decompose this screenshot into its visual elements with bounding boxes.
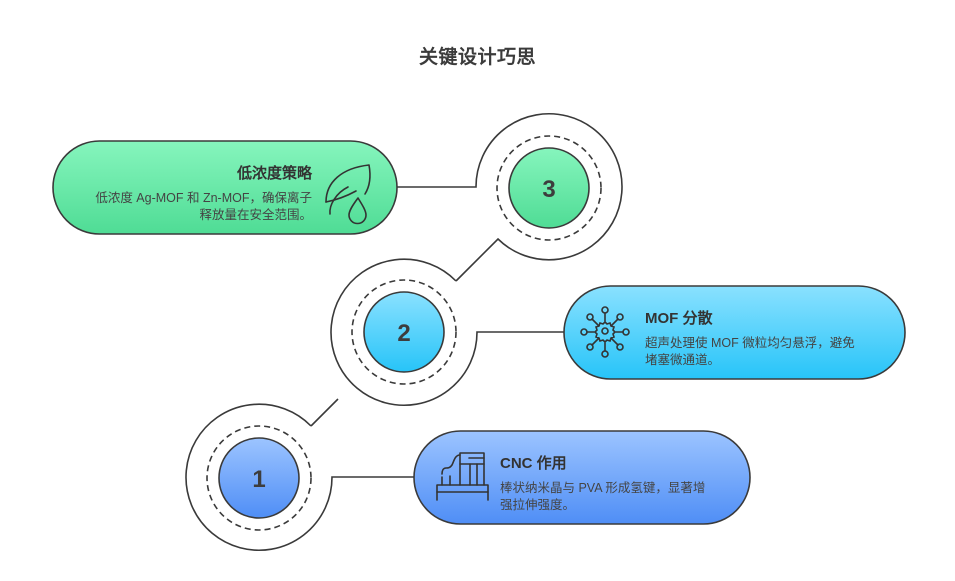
step-1-title: CNC 作用 xyxy=(500,455,567,472)
step-2-description-line2: 堵塞微通道。 xyxy=(645,353,721,367)
gear-network-icon xyxy=(580,306,630,358)
step-1-badge xyxy=(218,437,300,519)
leaf-drop-icon xyxy=(325,164,371,225)
step-2-number: 2 xyxy=(397,320,410,347)
step-2-title: MOF 分散 xyxy=(645,310,713,327)
step-3-title: 低浓度策略 xyxy=(236,165,312,182)
step-1-description-line1: 棒状纳米晶与 PVA 形成氢键，显著增 xyxy=(500,481,706,495)
step-3-dashed-ring xyxy=(496,135,602,241)
step-1-description: 棒状纳米晶与 PVA 形成氢键，显著增 强拉伸强度。 xyxy=(500,480,740,514)
step-2-text: MOF 分散 超声处理使 MOF 微粒均匀悬浮，避免 堵塞微通道。 xyxy=(645,307,895,369)
step-3-description: 低浓度 Ag-MOF 和 Zn-MOF，确保离子 释放量在安全范围。 xyxy=(80,190,312,224)
step-2-badge xyxy=(363,291,445,373)
step-2-description: 超声处理使 MOF 微粒均匀悬浮，避免 堵塞微通道。 xyxy=(645,335,895,369)
step-3-description-line2: 释放量在安全范围。 xyxy=(199,208,312,222)
diagram-title: 关键设计巧思 xyxy=(418,47,536,68)
step-3-badge xyxy=(508,147,590,229)
step-1-description-line2: 强拉伸强度。 xyxy=(500,498,576,512)
step-3-description-line1: 低浓度 Ag-MOF 和 Zn-MOF，确保离子 xyxy=(95,191,312,205)
factory-icon xyxy=(436,452,489,501)
connector-2-1 xyxy=(310,398,339,427)
step-3-ring xyxy=(397,113,623,282)
step-2-dashed-ring xyxy=(351,279,457,385)
step-2-ring xyxy=(330,258,564,407)
step-1-number: 1 xyxy=(252,466,265,493)
step-3-text: 低浓度策略 低浓度 Ag-MOF 和 Zn-MOF，确保离子 释放量在安全范围。 xyxy=(80,162,312,224)
step-1-dashed-ring xyxy=(206,425,312,531)
step-1-ring xyxy=(185,403,414,552)
step-1-text: CNC 作用 棒状纳米晶与 PVA 形成氢键，显著增 强拉伸强度。 xyxy=(500,452,740,514)
step-2-description-line1: 超声处理使 MOF 微粒均匀悬浮，避免 xyxy=(645,336,855,350)
step-3-number: 3 xyxy=(542,176,555,203)
